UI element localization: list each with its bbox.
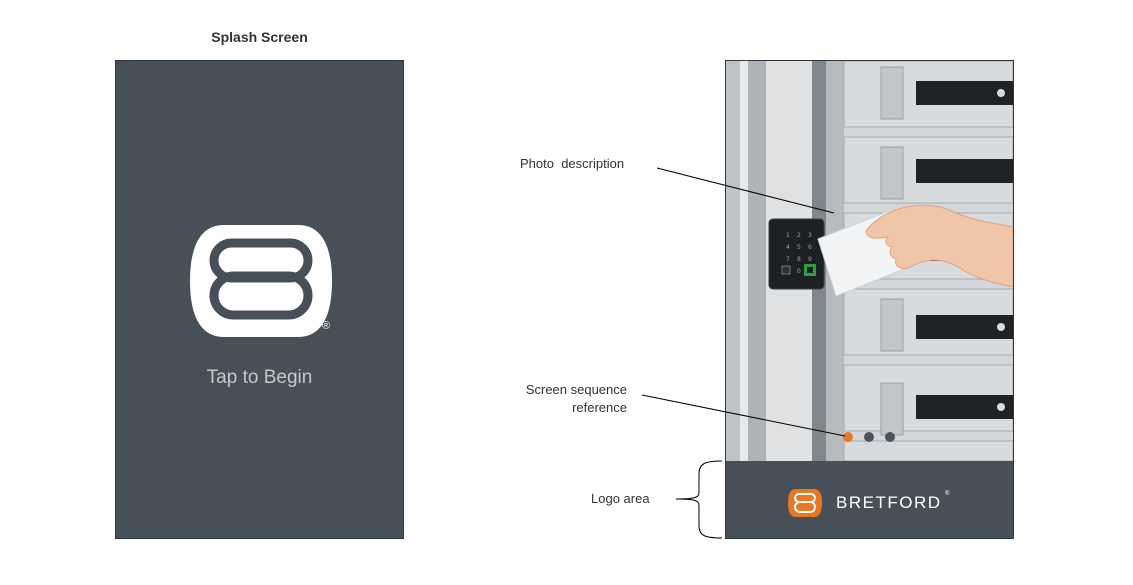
annotation-logo-area: Logo area [591, 491, 650, 506]
svg-text:6: 6 [808, 244, 812, 251]
registered-mark: ® [322, 320, 331, 332]
sequence-dot-2[interactable] [864, 432, 874, 442]
splash-screen[interactable]: ® Tap to Begin [115, 60, 404, 539]
brand-registered-mark: ® [945, 491, 950, 497]
brand-name: BRETFORD [836, 493, 942, 512]
svg-text:0: 0 [797, 268, 801, 275]
annotation-photo-description: Photo description [520, 156, 625, 171]
svg-text:7: 7 [786, 256, 790, 263]
logo-bar: BRETFORD ® [726, 461, 1013, 538]
svg-text:1: 1 [786, 232, 790, 239]
bretford-logo-icon [788, 489, 822, 517]
svg-text:8: 8 [797, 256, 801, 263]
annotation-screen-sequence-line2: reference [572, 400, 627, 415]
tap-to-begin-label[interactable]: Tap to Begin [206, 367, 313, 388]
sequence-dot-3[interactable] [885, 432, 895, 442]
svg-text:9: 9 [808, 256, 812, 263]
svg-text:3: 3 [808, 232, 812, 239]
svg-text:5: 5 [797, 244, 801, 251]
annotation-screen-sequence: Screen sequence reference [497, 382, 627, 415]
sequence-dot-1[interactable] [843, 432, 853, 442]
bretford-logo-icon [190, 225, 332, 337]
splash-screen-title: Splash Screen [211, 29, 308, 45]
annotation-screen-sequence-line1: Screen sequence [525, 382, 627, 397]
svg-text:4: 4 [786, 244, 790, 251]
svg-text:2: 2 [797, 232, 801, 239]
logo-area-brace [675, 460, 723, 539]
